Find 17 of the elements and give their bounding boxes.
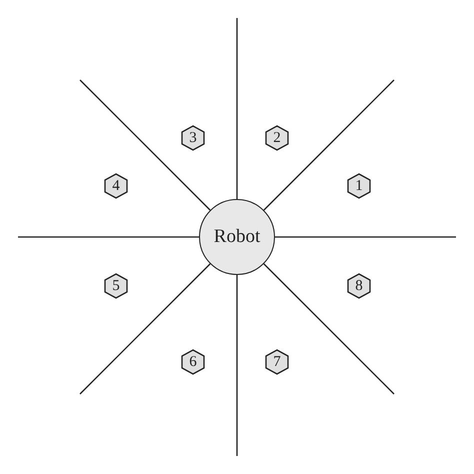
sector-number: 3 [181,125,205,151]
divider-line [236,275,238,456]
sector-number: 5 [104,273,128,299]
sector-number: 6 [181,349,205,375]
divider-line [80,263,211,394]
sector-number: 2 [265,125,289,151]
sector-number: 1 [347,173,371,199]
divider-line [236,18,238,199]
divider-line [263,263,394,394]
divider-line [263,80,394,211]
divider-line [80,80,211,211]
sector-number: 4 [104,173,128,199]
divider-line [275,236,456,238]
divider-line [18,236,199,238]
sector-number: 7 [265,349,289,375]
robot-circle: Robot [199,199,275,275]
sector-number: 8 [347,273,371,299]
